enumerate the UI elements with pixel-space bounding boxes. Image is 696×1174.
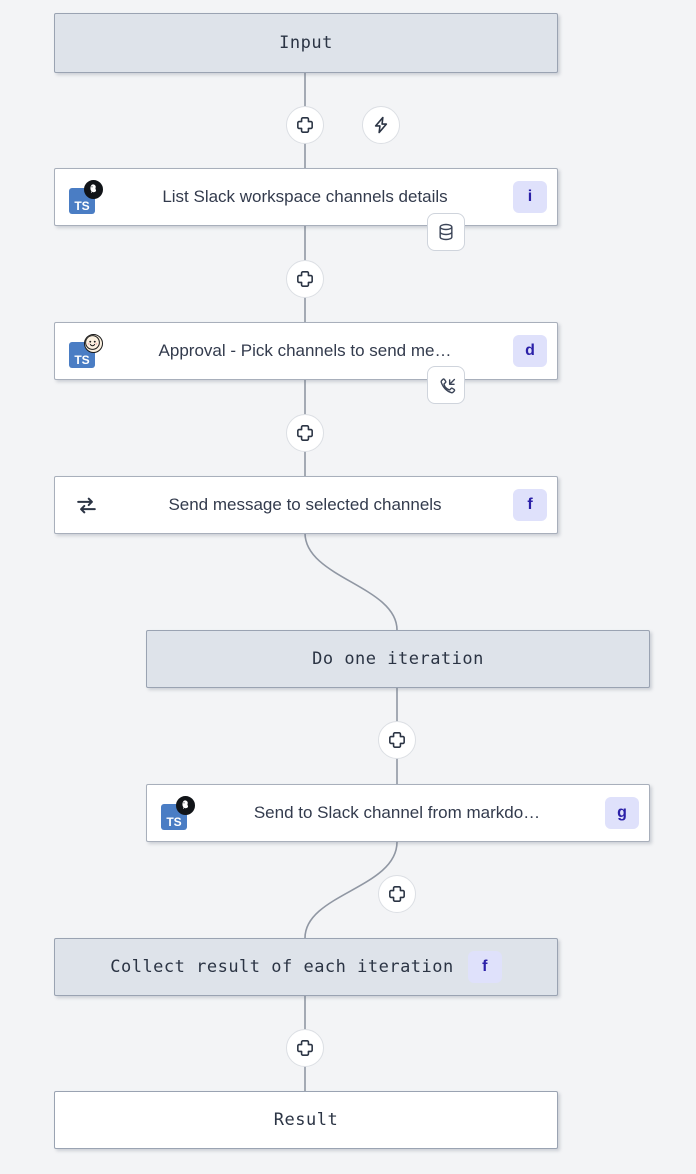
add-step-after-do-one-iteration-button[interactable] xyxy=(378,721,416,759)
node-input-label: Input xyxy=(279,33,333,53)
deno-icon xyxy=(176,796,195,815)
node-send-to-slack-markdown[interactable]: TS Send to Slack channel from markdo… g xyxy=(146,784,650,842)
node-send-to-slack-markdown-label: Send to Slack channel from markdo… xyxy=(253,803,541,822)
node-collect-result-each-iteration[interactable]: Collect result of each iteration f xyxy=(54,938,558,996)
node-send-message-selected-channels[interactable]: Send message to selected channels f xyxy=(54,476,558,534)
edge-send-message-to-iteration xyxy=(304,532,398,631)
node-list-slack-channels-badge: i xyxy=(513,181,547,213)
bun-icon xyxy=(84,334,103,353)
node-result[interactable]: Result xyxy=(54,1091,558,1149)
typescript-deno-icon: TS xyxy=(69,180,103,214)
plus-icon xyxy=(297,117,313,133)
plus-icon xyxy=(389,732,405,748)
node-collect-result-each-iteration-badge: f xyxy=(467,951,502,983)
lightning-icon xyxy=(374,116,388,134)
typescript-deno-icon: TS xyxy=(161,796,195,830)
typescript-bun-icon: TS xyxy=(69,334,103,368)
node-send-to-slack-markdown-badge: g xyxy=(605,797,639,829)
node-input[interactable]: Input xyxy=(54,13,558,73)
add-step-after-approval-button[interactable] xyxy=(286,414,324,452)
add-step-after-collect-result-button[interactable] xyxy=(286,1029,324,1067)
node-list-slack-channels-label: List Slack workspace channels details xyxy=(162,187,448,206)
node-approval-pick-channels-label: Approval - Pick channels to send me… xyxy=(158,341,452,360)
node-send-message-selected-channels-badge: f xyxy=(513,489,547,521)
node-approval-pick-channels[interactable]: TS Approval - Pick channels to send me… … xyxy=(54,322,558,380)
bun-glyph xyxy=(85,335,100,350)
database-chip[interactable] xyxy=(427,213,465,251)
plus-icon xyxy=(389,886,405,902)
node-approval-pick-channels-badge: d xyxy=(513,335,547,367)
add-trigger-after-input-button[interactable] xyxy=(362,106,400,144)
database-icon xyxy=(439,223,453,241)
deno-dino-glyph xyxy=(177,797,192,812)
add-step-after-input-button[interactable] xyxy=(286,106,324,144)
loop-icon xyxy=(69,488,103,522)
node-do-one-iteration-label: Do one iteration xyxy=(312,649,484,669)
node-list-slack-channels[interactable]: TS List Slack workspace channels details… xyxy=(54,168,558,226)
add-step-after-send-markdown-button[interactable] xyxy=(378,875,416,913)
deno-icon xyxy=(84,180,103,199)
deno-dino-glyph xyxy=(85,181,100,196)
node-do-one-iteration[interactable]: Do one iteration xyxy=(146,630,650,688)
node-collect-result-each-iteration-label: Collect result of each iteration xyxy=(110,957,454,977)
phone-incoming-chip[interactable] xyxy=(427,366,465,404)
plus-icon xyxy=(297,425,313,441)
node-result-label: Result xyxy=(273,1110,339,1130)
plus-icon xyxy=(297,1040,313,1056)
add-step-after-list-channels-button[interactable] xyxy=(286,260,324,298)
plus-icon xyxy=(297,271,313,287)
phone-incoming-icon xyxy=(440,377,455,393)
node-send-message-selected-channels-label: Send message to selected channels xyxy=(168,495,442,514)
